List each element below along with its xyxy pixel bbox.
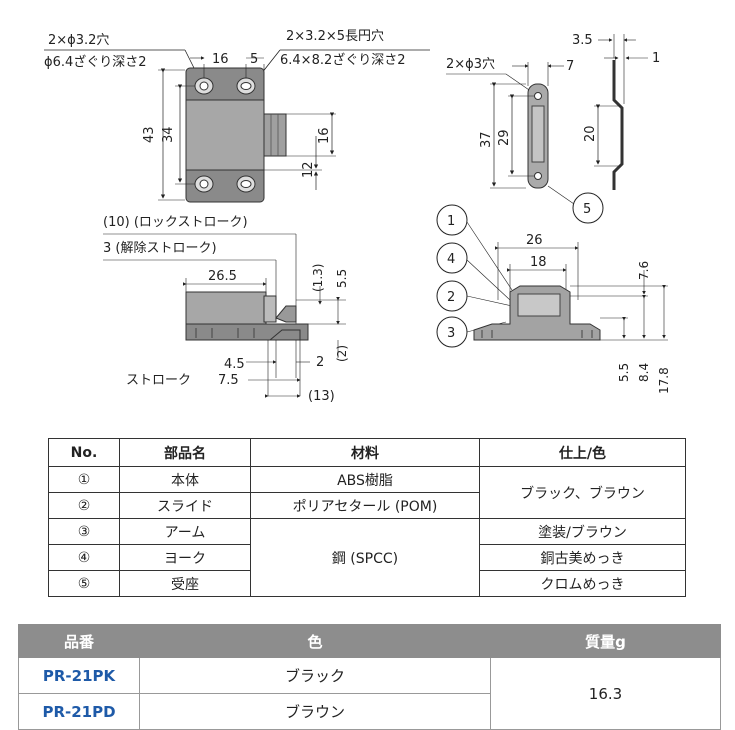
- header-mass: 質量g: [490, 624, 721, 658]
- part-no: ④: [48, 544, 120, 571]
- dim-3-5: 3.5: [572, 33, 593, 48]
- table-row: ① 本体 ABS樹脂 ブラック、ブラウン: [48, 466, 686, 519]
- header-color: 色: [139, 624, 491, 658]
- header-material: 材料: [250, 438, 480, 467]
- stroke-label: ストローク: [126, 373, 191, 388]
- dim-16-right: 16: [317, 127, 332, 144]
- dim-7-5: 7.5: [218, 373, 239, 388]
- header-finish: 仕上/色: [479, 438, 686, 467]
- parts-table-header: No. 部品名 材料 仕上/色: [48, 438, 686, 467]
- callout-1: 1: [447, 214, 455, 229]
- hole-callout-1: 2×ϕ3.2穴: [48, 33, 109, 48]
- dim-7-6: 7.6: [637, 261, 651, 280]
- parts-table: No. 部品名 材料 仕上/色 ① 本体 ABS樹脂 ブラック、ブラウン ② ス…: [48, 438, 686, 597]
- model-code: PR-21PK: [18, 657, 140, 694]
- top-view: 2×ϕ3.2穴 ϕ6.4ざぐり深さ2 2×3.2×5長円穴 6.4×8.2ざぐり…: [44, 29, 430, 203]
- model-code: PR-21PD: [18, 693, 140, 730]
- dim-29: 29: [497, 129, 512, 146]
- part-material: 鋼 (SPCC): [250, 518, 480, 597]
- model-table: 品番 色 質量g PR-21PK ブラック 16.3 PR-21PD ブラウン: [18, 624, 721, 730]
- hole-callout-2: ϕ6.4ざぐり深さ2: [44, 54, 147, 70]
- part-finish: クロムめっき: [479, 570, 686, 597]
- table-row: ⑤ 受座 クロムめっき: [48, 570, 686, 597]
- dim-12: 12: [301, 161, 316, 178]
- side-view: (10) (ロックストローク) 3 (解除ストローク) 26.5 (1.3) 5…: [103, 215, 349, 404]
- dim-18-front: 18: [530, 255, 547, 270]
- model-color: ブラウン: [139, 693, 491, 730]
- front-view: 1 4 2 3 26 18 7.6 5.5 8.4 17.8: [436, 204, 671, 394]
- part-material: ABS樹脂: [250, 466, 480, 493]
- part-finish: ブラック、ブラウン: [479, 466, 686, 519]
- dim-7-strike: 7: [566, 59, 574, 74]
- slot-callout-2: 6.4×8.2ざぐり深さ2: [280, 52, 406, 68]
- part-no: ⑤: [48, 570, 120, 597]
- dim-13: (13): [308, 389, 335, 404]
- strike-callout-5: 5: [583, 202, 591, 217]
- lock-stroke-label: (10) (ロックストローク): [103, 215, 248, 230]
- header-no: No.: [48, 438, 120, 467]
- dim-37: 37: [479, 131, 494, 148]
- dim-2-side: 2: [316, 355, 324, 370]
- dim-26-5: 26.5: [208, 269, 237, 284]
- dim-20: 20: [583, 125, 598, 142]
- strike-plate-view: 2×ϕ3穴 7 37 29 5 3.5 1 2: [446, 33, 660, 224]
- part-name: ヨーク: [119, 544, 251, 571]
- dim-1-3: (1.3): [311, 264, 325, 292]
- model-mass: 16.3: [490, 657, 721, 730]
- callout-4: 4: [447, 252, 455, 267]
- technical-drawing: 2×ϕ3.2穴 ϕ6.4ざぐり深さ2 2×3.2×5長円穴 6.4×8.2ざぐり…: [44, 29, 671, 404]
- release-stroke-label: 3 (解除ストローク): [103, 241, 217, 256]
- table-row: PR-21PK ブラック 16.3: [18, 657, 721, 730]
- dim-26-front: 26: [526, 233, 543, 248]
- dim-17-8: 17.8: [657, 367, 671, 394]
- dim-4-5: 4.5: [224, 357, 245, 372]
- dim-43: 43: [142, 126, 157, 143]
- dim-5-top: 5: [250, 52, 258, 67]
- callout-3: 3: [447, 326, 455, 341]
- dim-5-5-front: 5.5: [617, 363, 631, 382]
- part-finish: 塗装/ブラウン: [479, 518, 686, 545]
- part-no: ①: [48, 466, 120, 493]
- model-table-header: 品番 色 質量g: [18, 624, 721, 658]
- strike-hole-callout: 2×ϕ3穴: [446, 57, 495, 72]
- dim-1-strike: 1: [652, 51, 660, 66]
- part-no: ②: [48, 492, 120, 519]
- model-color: ブラック: [139, 657, 491, 694]
- header-part-name: 部品名: [119, 438, 251, 467]
- table-row: ③ アーム 鋼 (SPCC) 塗装/ブラウン: [48, 518, 686, 597]
- part-name: アーム: [119, 518, 251, 545]
- header-code: 品番: [18, 624, 140, 658]
- part-finish: 銅古美めっき: [479, 544, 686, 571]
- dim-8-4: 8.4: [637, 363, 651, 382]
- part-name: 本体: [119, 466, 251, 493]
- part-material: ポリアセタール (POM): [250, 492, 480, 519]
- dim-34: 34: [161, 126, 176, 143]
- dim-16-top: 16: [212, 52, 229, 67]
- slot-callout-1: 2×3.2×5長円穴: [286, 29, 384, 44]
- part-name: 受座: [119, 570, 251, 597]
- part-name: スライド: [119, 492, 251, 519]
- dim-5-5-side: 5.5: [335, 269, 349, 288]
- dim-2-paren: (2): [335, 345, 349, 362]
- part-no: ③: [48, 518, 120, 545]
- callout-2: 2: [447, 290, 455, 305]
- table-row: ② スライド ポリアセタール (POM): [48, 492, 686, 519]
